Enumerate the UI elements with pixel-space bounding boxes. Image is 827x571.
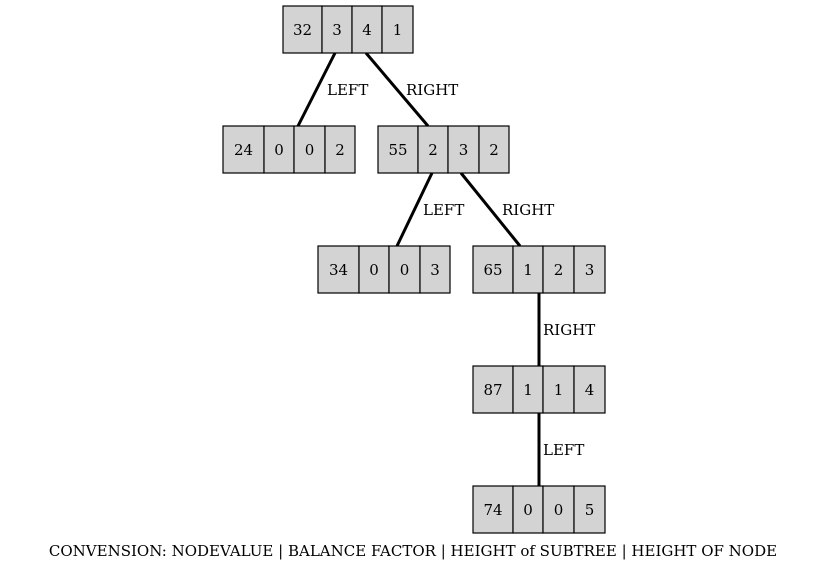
edge-n55-n34 [395,172,434,247]
tree-node-55: 55 2 3 2 [377,125,510,174]
node-cell-node-height-text: 1 [393,21,403,39]
edges-layer: LEFT RIGHT LEFT RIGHT RIGHT LEFT [296,52,595,486]
node-cell-subtree-height-text: 0 [554,501,564,519]
node-cell-balance-factor [512,365,544,414]
edge-label-right: RIGHT [543,321,595,339]
node-cell-node-height [478,125,510,174]
node-cell-node-height-text: 5 [585,501,595,519]
node-cell-value-text: 32 [293,21,312,39]
node-cell-subtree-height [542,365,575,414]
node-cell-balance-factor [263,125,295,174]
tree-node-87: 87 1 1 4 [472,365,606,414]
node-cell-node-height [573,245,606,294]
node-cell-subtree-height [293,125,326,174]
node-cell-node-height-text: 3 [585,261,595,279]
tree-node-32: 32 3 4 1 [282,5,414,54]
node-cell-subtree-height-text: 0 [400,261,410,279]
node-cell-node-height [381,5,414,54]
node-cell-subtree-height [542,245,575,294]
node-cell-balance-factor-text: 0 [274,141,284,159]
node-cell-balance-factor-text: 1 [523,381,533,399]
node-cell-balance-factor [358,245,390,294]
node-cell-balance-factor-text: 2 [428,141,438,159]
node-cell-balance-factor-text: 0 [369,261,379,279]
node-cell-value [317,245,360,294]
node-cell-subtree-height-text: 4 [362,21,372,39]
node-cell-value [472,485,514,534]
edge-n32-n24 [296,52,337,127]
node-cell-balance-factor-text: 0 [523,501,533,519]
edge-label-right: RIGHT [502,201,554,219]
tree-node-74: 74 0 0 5 [472,485,606,534]
tree-node-24: 24 0 0 2 [222,125,356,174]
node-cell-node-height-text: 2 [489,141,499,159]
node-cell-node-height [573,365,606,414]
edge-label-left: LEFT [327,81,368,99]
edge-label-left: LEFT [423,201,464,219]
node-cell-node-height [573,485,606,534]
node-cell-balance-factor-text: 1 [523,261,533,279]
node-cell-subtree-height-text: 3 [459,141,469,159]
edge-label-left: LEFT [543,441,584,459]
node-cell-balance-factor [321,5,353,54]
edge-n32-n55 [364,52,430,127]
tree-node-65: 65 1 2 3 [472,245,606,294]
node-cell-subtree-height-text: 0 [305,141,315,159]
node-cell-balance-factor-text: 3 [332,21,342,39]
node-cell-value-text: 74 [483,501,502,519]
node-cell-subtree-height [388,245,421,294]
node-cell-node-height [419,245,451,294]
node-cell-value [377,125,419,174]
node-cell-value-text: 65 [483,261,502,279]
node-cell-node-height-text: 3 [430,261,440,279]
node-cell-balance-factor [512,245,544,294]
node-cell-value-text: 55 [388,141,407,159]
node-cell-balance-factor [512,485,544,534]
node-cell-subtree-height-text: 1 [554,381,564,399]
node-cell-node-height-text: 4 [585,381,595,399]
node-cell-subtree-height [542,485,575,534]
node-cell-value-text: 34 [329,261,348,279]
node-cell-value-text: 24 [234,141,253,159]
node-cell-node-height-text: 2 [335,141,345,159]
tree-node-34: 34 0 0 3 [317,245,451,294]
node-cell-value [282,5,323,54]
edge-n55-n65 [459,172,522,247]
edge-label-right: RIGHT [406,81,458,99]
convention-caption: CONVENSION: NODEVALUE | BALANCE FACTOR |… [49,542,777,560]
node-cell-value-text: 87 [483,381,502,399]
node-cell-subtree-height-text: 2 [554,261,564,279]
node-cell-value [472,245,514,294]
node-cell-value [222,125,265,174]
node-cell-node-height [324,125,356,174]
